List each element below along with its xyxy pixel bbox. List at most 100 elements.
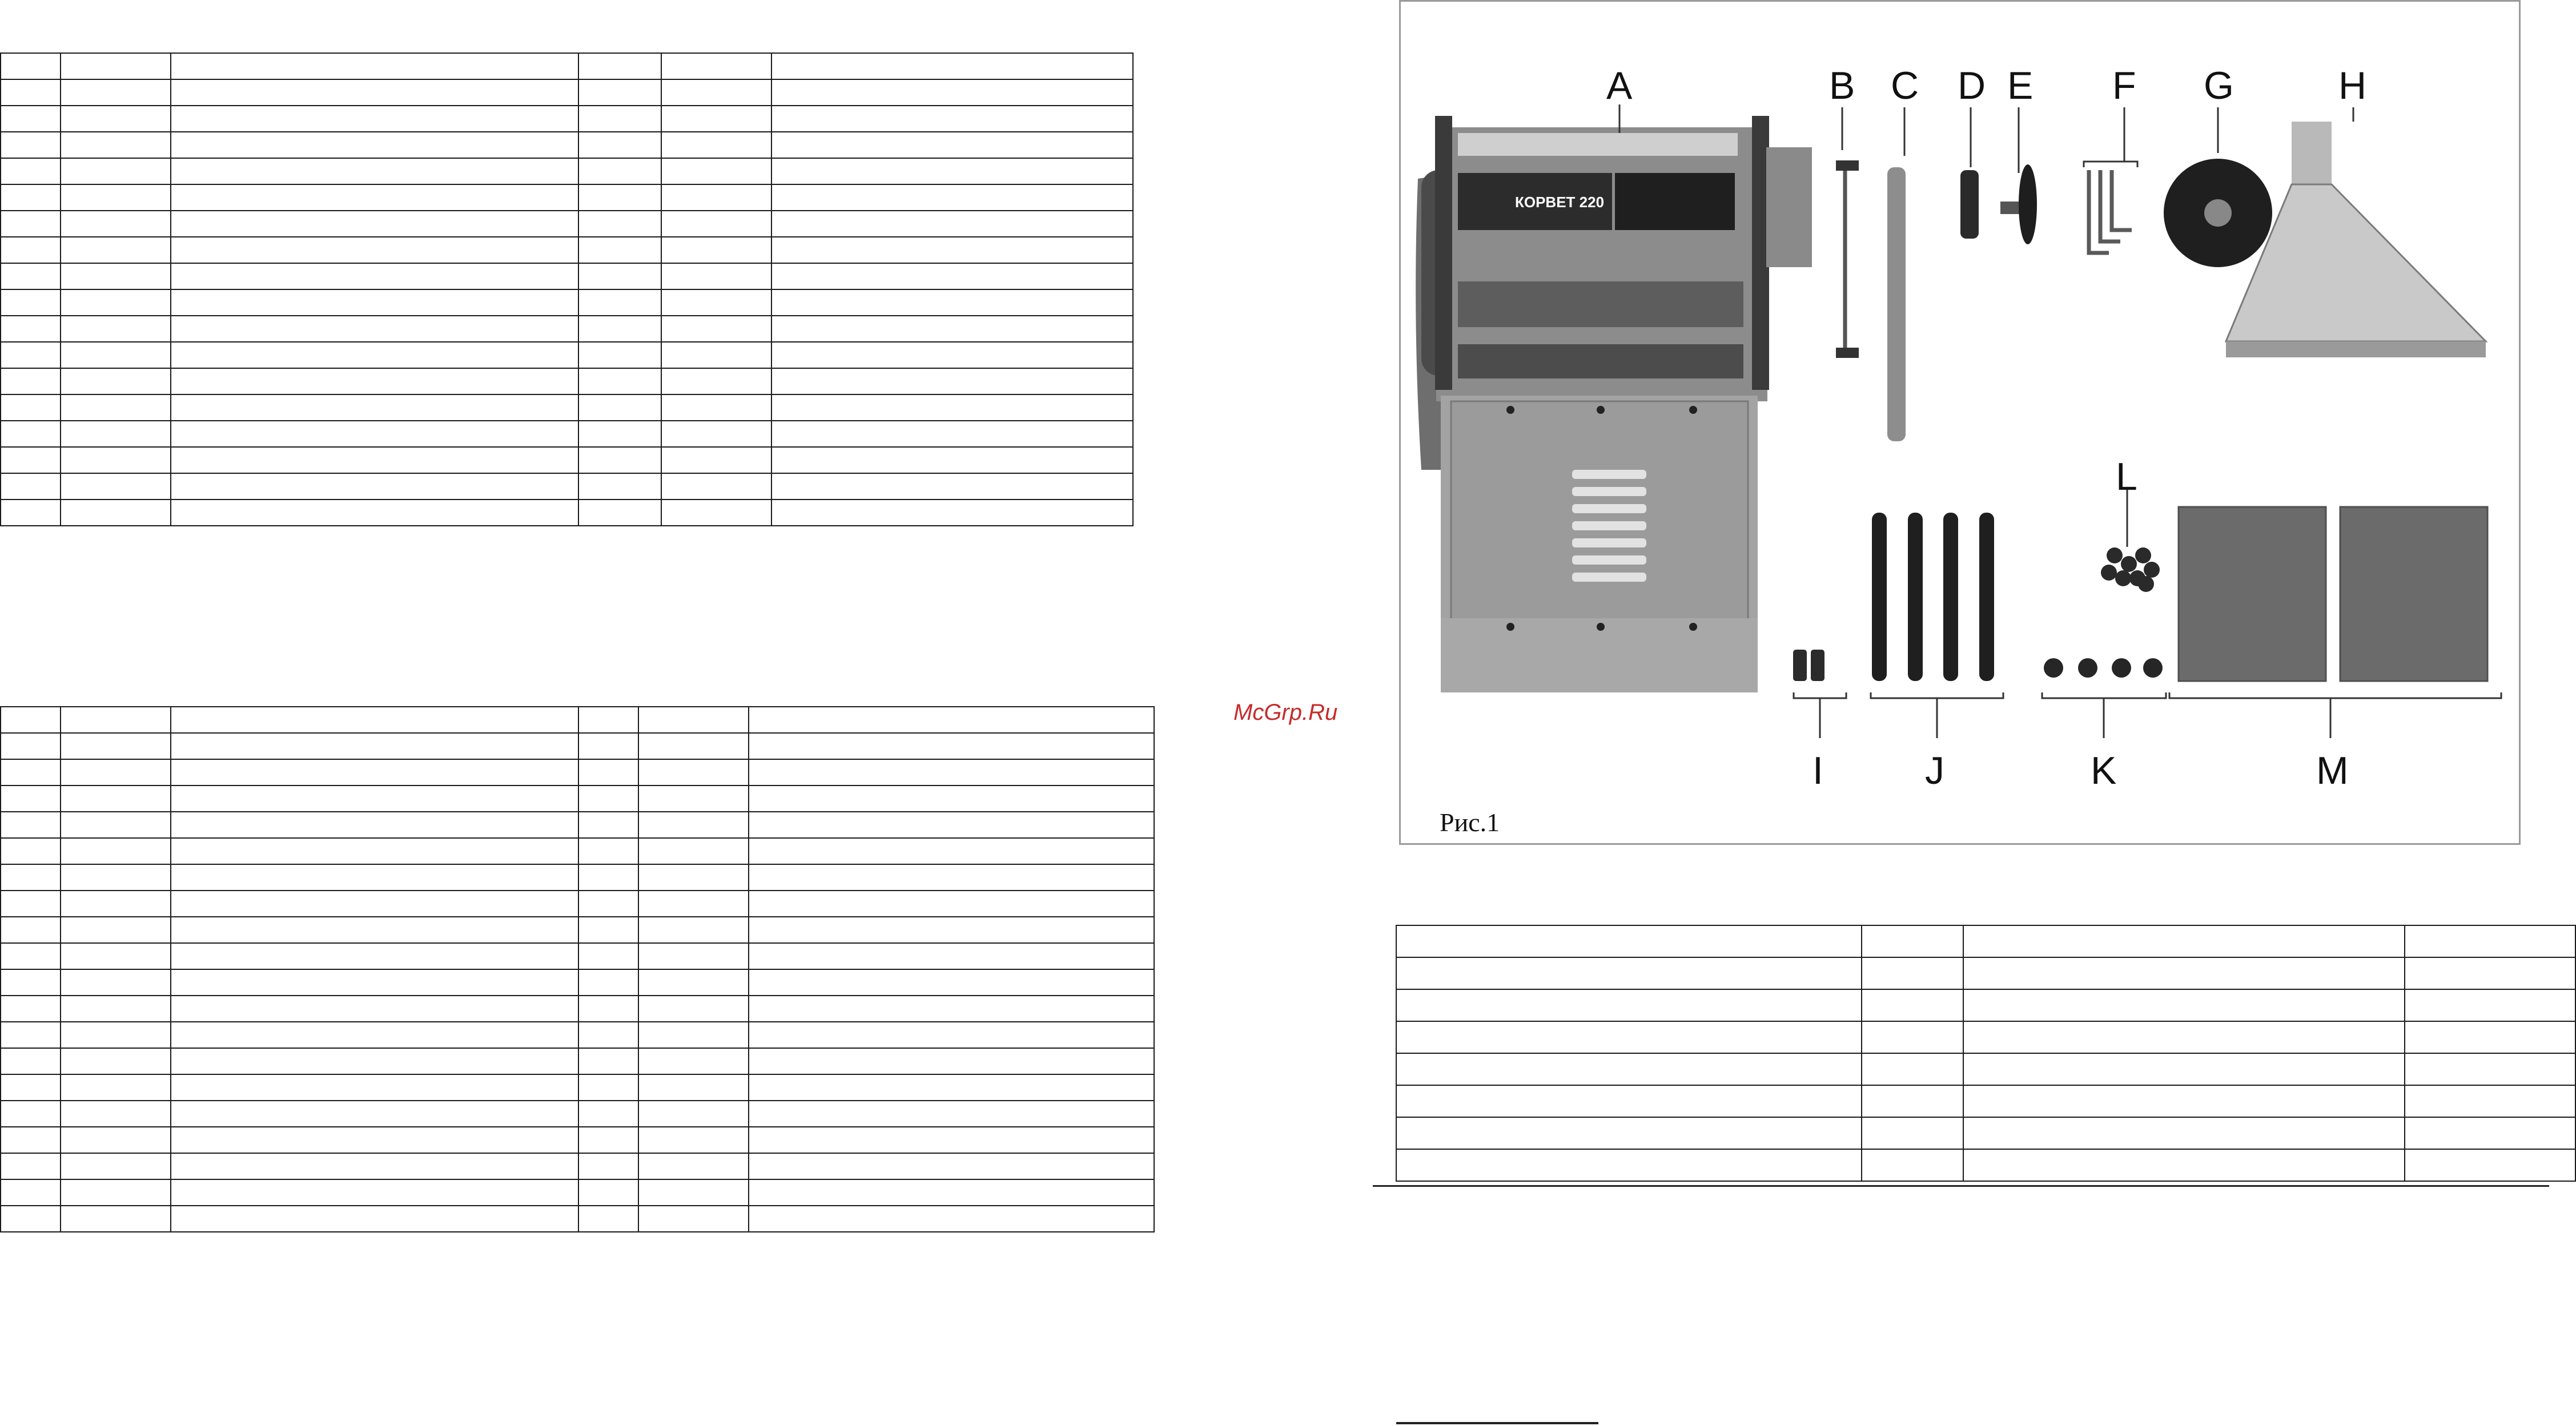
table-cell (578, 916, 639, 944)
table-cell (170, 811, 579, 839)
table-row (1396, 957, 2576, 990)
table-cell (0, 289, 61, 316)
table-cell (0, 236, 61, 264)
table-cell (60, 263, 171, 290)
machine-illustration: КОРВЕТ 220 (1416, 116, 1812, 692)
part-letter-k: K (2091, 749, 2116, 792)
table-cell (578, 158, 662, 185)
table-cell (1396, 925, 1862, 958)
table-cell (1861, 989, 1964, 1022)
table-cell (661, 473, 772, 500)
table-row (0, 785, 1155, 812)
part-letter-a: A (1606, 64, 1633, 107)
table-cell (638, 1100, 749, 1127)
table-cell (60, 1021, 171, 1049)
table-cell (2404, 1021, 2576, 1054)
table-cell (60, 158, 171, 185)
table-cell (170, 315, 579, 343)
table-cell (60, 184, 171, 211)
table-cell (578, 394, 662, 421)
table-cell (578, 1100, 639, 1127)
table-cell (60, 1048, 171, 1075)
table-cell (748, 1153, 1155, 1180)
table-cell (170, 79, 579, 106)
table-cell (0, 499, 61, 526)
table-cell (578, 105, 662, 132)
table-cell (578, 1153, 639, 1180)
table-cell (661, 499, 772, 526)
table-row (0, 811, 1155, 839)
table-cell (0, 864, 61, 891)
parts-table-1 (0, 53, 1134, 526)
table-row (1396, 989, 2576, 1022)
table-row (1396, 1149, 2576, 1182)
table-cell (60, 864, 171, 891)
table-cell (748, 759, 1155, 786)
table-cell (638, 916, 749, 944)
table-row (0, 263, 1134, 290)
table-row (1396, 1117, 2576, 1150)
table-cell (748, 1100, 1155, 1127)
table-cell (661, 341, 772, 369)
table-cell (0, 942, 61, 970)
table-cell (661, 105, 772, 132)
table-cell (771, 184, 1134, 211)
table-cell (2404, 1085, 2576, 1118)
table-cell (771, 289, 1134, 316)
table-cell (578, 969, 639, 996)
part-d-handle (1960, 170, 1979, 239)
table-row (0, 890, 1155, 917)
table-cell (771, 446, 1134, 474)
table-cell (638, 864, 749, 891)
table-cell (638, 759, 749, 786)
table-cell (748, 969, 1155, 996)
table-cell (638, 1126, 749, 1154)
table-row (0, 1205, 1155, 1232)
watermark: McGrp.Ru (1233, 700, 1338, 725)
table-cell (170, 105, 579, 132)
part-letter-d: D (1958, 64, 1986, 107)
footnote-rule (1396, 1422, 1598, 1424)
table-cell (661, 79, 772, 106)
table-cell (1963, 989, 2405, 1022)
table-cell (748, 1126, 1155, 1154)
table-cell (771, 420, 1134, 448)
part-e-lever (2000, 164, 2037, 244)
table-cell (578, 210, 662, 237)
table-cell (170, 446, 579, 474)
table-row (0, 131, 1134, 159)
part-c-bar (1887, 167, 1906, 441)
table-row (0, 916, 1155, 944)
part-i-bolts (1793, 650, 1825, 681)
table-cell (60, 446, 171, 474)
table-cell (638, 1021, 749, 1049)
table-cell (578, 315, 662, 343)
part-j-legs (1872, 513, 1994, 681)
table-row (0, 759, 1155, 786)
table-cell (661, 420, 772, 448)
table-cell (578, 53, 662, 80)
table-cell (0, 1205, 61, 1232)
table-cell (1963, 1117, 2405, 1150)
table-cell (661, 158, 772, 185)
table-cell (638, 1074, 749, 1101)
parts-table-3 (1396, 925, 2576, 1182)
table-cell (170, 158, 579, 185)
table-cell (0, 79, 61, 106)
table-row (0, 1074, 1155, 1101)
part-m-panels (2177, 506, 2489, 682)
table-cell (1396, 989, 1862, 1022)
part-letter-g: G (2204, 64, 2234, 107)
part-letter-h: H (2338, 64, 2366, 107)
table-cell (578, 131, 662, 159)
table-cell (0, 995, 61, 1022)
table-cell (771, 105, 1134, 132)
table-row (0, 1126, 1155, 1154)
table-cell (0, 1153, 61, 1180)
table-cell (638, 942, 749, 970)
table-cell (60, 706, 171, 734)
table-cell (0, 969, 61, 996)
table-cell (578, 995, 639, 1022)
table-row (0, 995, 1155, 1022)
parts-table-1-body (0, 53, 1134, 526)
